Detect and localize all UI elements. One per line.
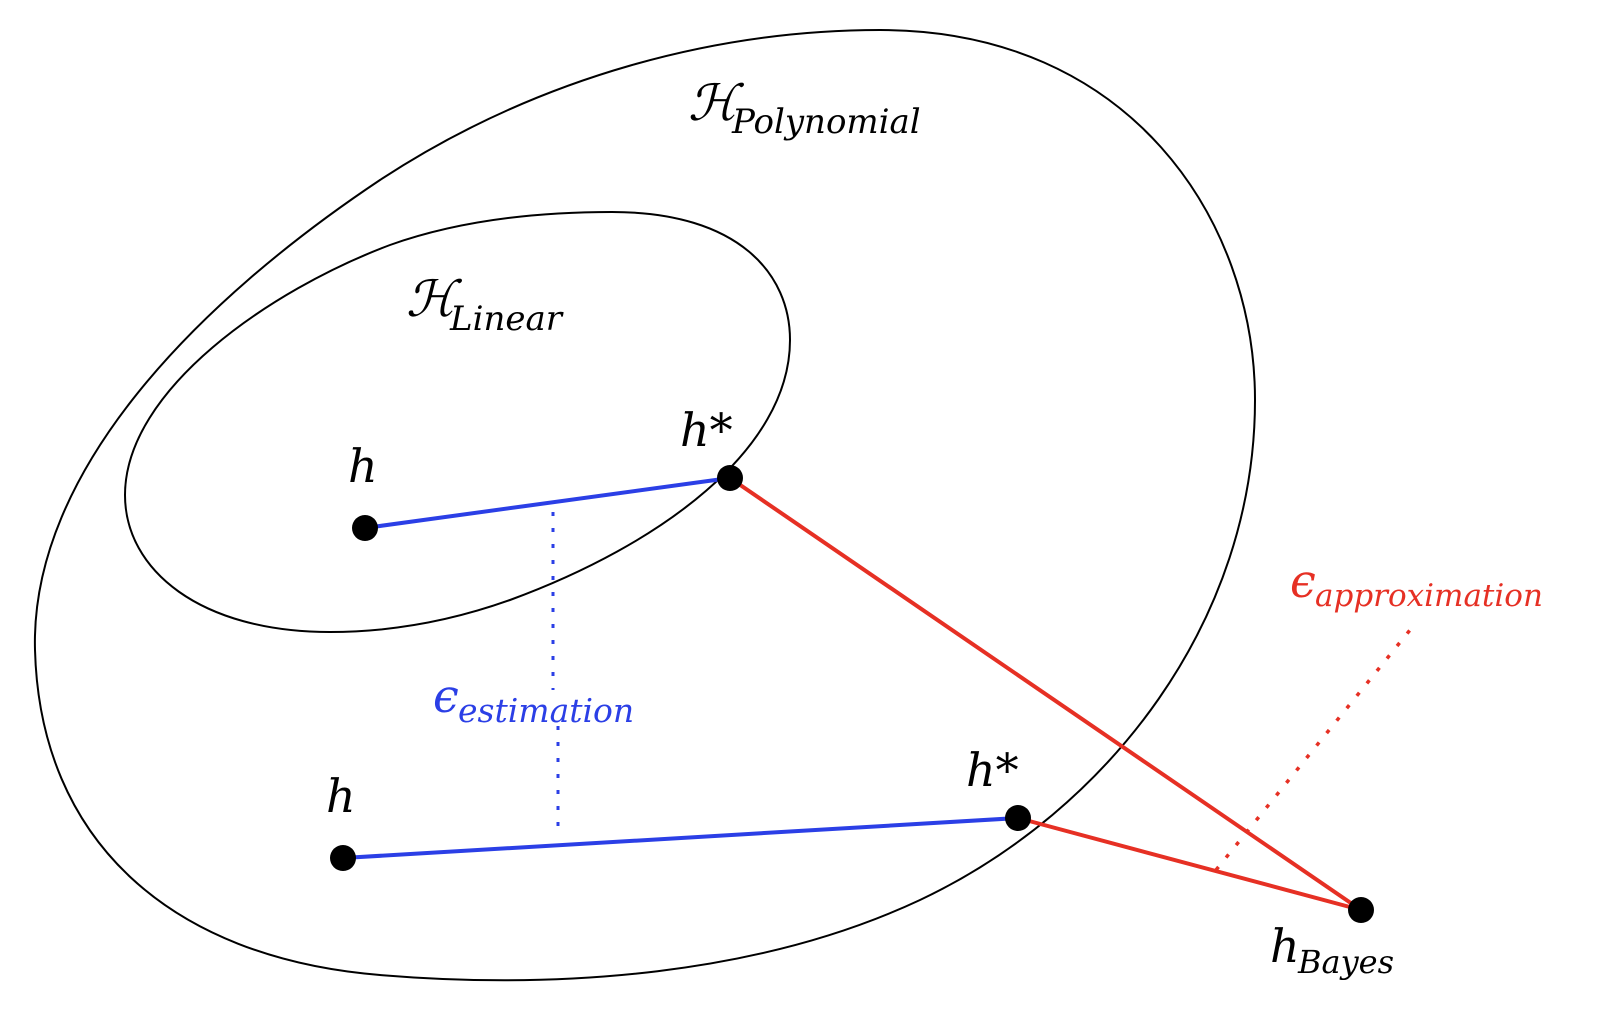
linear-label: ℋ Linear [406, 270, 564, 339]
hbayes-label-sub: Bayes [1297, 943, 1394, 981]
hstar-outer-point [1005, 805, 1031, 831]
estimation-line-outer [342, 816, 1019, 860]
h-inner-point [352, 515, 378, 541]
hstar-inner-point [717, 465, 743, 491]
approximation-indicator-dotted [1214, 628, 1412, 872]
estimation-line-inner [364, 476, 731, 530]
linear-label-sub: Linear [449, 299, 564, 339]
polynomial-hypothesis-region [33, 28, 1257, 982]
h-outer-label: h [326, 769, 356, 823]
polynomial-label-main: ℋ [688, 74, 745, 132]
h-outer-point [330, 845, 356, 871]
estimation-label-sub: estimation [458, 691, 634, 730]
estimation-label-main: ϵ [433, 669, 459, 723]
linear-hypothesis-region [123, 210, 792, 634]
h-inner-label: h [348, 439, 378, 493]
hbayes-label-main: h [1270, 919, 1300, 973]
approximation-label-sub: approximation [1315, 578, 1543, 614]
hbayes-label: h Bayes [1270, 919, 1394, 981]
approximation-error-label: ϵ approximation [1290, 554, 1543, 614]
approximation-label-main: ϵ [1290, 554, 1316, 608]
hstar-inner-label: h* [680, 403, 733, 457]
estimation-error-label: ϵ estimation [433, 669, 634, 730]
linear-label-main: ℋ [406, 270, 463, 328]
hstar-outer-label: h* [966, 743, 1019, 797]
approximation-line-outer [1017, 816, 1362, 912]
approximation-line-inner [728, 476, 1363, 912]
polynomial-label: ℋ Polynomial [688, 74, 921, 142]
polynomial-label-sub: Polynomial [731, 102, 921, 142]
hbayes-point [1348, 897, 1374, 923]
